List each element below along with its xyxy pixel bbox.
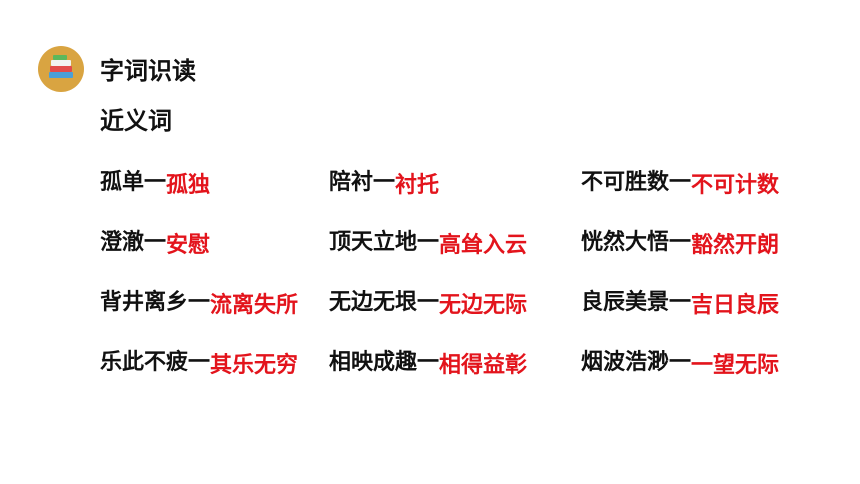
synonym-pair: 澄澈一安慰 bbox=[100, 228, 210, 258]
word: 顶天立地 bbox=[329, 230, 418, 255]
synonym-pair: 背井离乡一流离失所 bbox=[100, 288, 298, 318]
word: 孤单 bbox=[100, 170, 145, 195]
word: 无边无垠 bbox=[329, 290, 418, 315]
subsection-title: 近义词 bbox=[100, 107, 172, 135]
books-icon bbox=[38, 46, 84, 92]
synonym-answer: 流离失所 bbox=[210, 293, 299, 318]
synonym-answer: 无边无际 bbox=[439, 293, 528, 318]
synonym-pair: 陪衬一衬托 bbox=[329, 168, 439, 198]
synonym-answer: 相得益彰 bbox=[439, 353, 528, 378]
word: 乐此不疲 bbox=[100, 350, 189, 375]
synonym-pair: 良辰美景一吉日良辰 bbox=[581, 288, 779, 318]
synonym-answer: 不可计数 bbox=[691, 173, 780, 198]
word: 良辰美景 bbox=[581, 290, 670, 315]
dash: 一 bbox=[417, 290, 440, 315]
word: 澄澈 bbox=[100, 230, 145, 255]
dash: 一 bbox=[669, 350, 692, 375]
dash: 一 bbox=[188, 350, 211, 375]
dash: 一 bbox=[144, 230, 167, 255]
synonym-pair: 乐此不疲一其乐无穷 bbox=[100, 348, 298, 378]
synonym-answer: 孤独 bbox=[166, 173, 211, 198]
synonym-pair: 孤单一孤独 bbox=[100, 168, 210, 198]
dash: 一 bbox=[144, 170, 167, 195]
synonym-answer: 豁然开朗 bbox=[691, 233, 780, 258]
synonym-pair: 恍然大悟一豁然开朗 bbox=[581, 228, 779, 258]
dash: 一 bbox=[669, 230, 692, 255]
synonym-pair: 相映成趣一相得益彰 bbox=[329, 348, 527, 378]
synonym-pair: 不可胜数一不可计数 bbox=[581, 168, 779, 198]
dash: 一 bbox=[373, 170, 396, 195]
word: 陪衬 bbox=[329, 170, 374, 195]
synonym-answer: 衬托 bbox=[395, 173, 440, 198]
word: 恍然大悟 bbox=[581, 230, 670, 255]
dash: 一 bbox=[669, 290, 692, 315]
word: 背井离乡 bbox=[100, 290, 189, 315]
synonym-answer: 吉日良辰 bbox=[691, 293, 780, 318]
dash: 一 bbox=[669, 170, 692, 195]
synonym-answer: 高耸入云 bbox=[439, 233, 528, 258]
synonym-answer: 一望无际 bbox=[691, 353, 780, 378]
section-title: 字词识读 bbox=[100, 57, 196, 85]
dash: 一 bbox=[417, 350, 440, 375]
dash: 一 bbox=[417, 230, 440, 255]
synonym-pair: 无边无垠一无边无际 bbox=[329, 288, 527, 318]
word: 不可胜数 bbox=[581, 170, 670, 195]
synonym-pair: 顶天立地一高耸入云 bbox=[329, 228, 527, 258]
dash: 一 bbox=[188, 290, 211, 315]
synonym-answer: 安慰 bbox=[166, 233, 211, 258]
word: 烟波浩渺 bbox=[581, 350, 670, 375]
word: 相映成趣 bbox=[329, 350, 418, 375]
synonym-pair: 烟波浩渺一一望无际 bbox=[581, 348, 779, 378]
synonym-answer: 其乐无穷 bbox=[210, 353, 299, 378]
